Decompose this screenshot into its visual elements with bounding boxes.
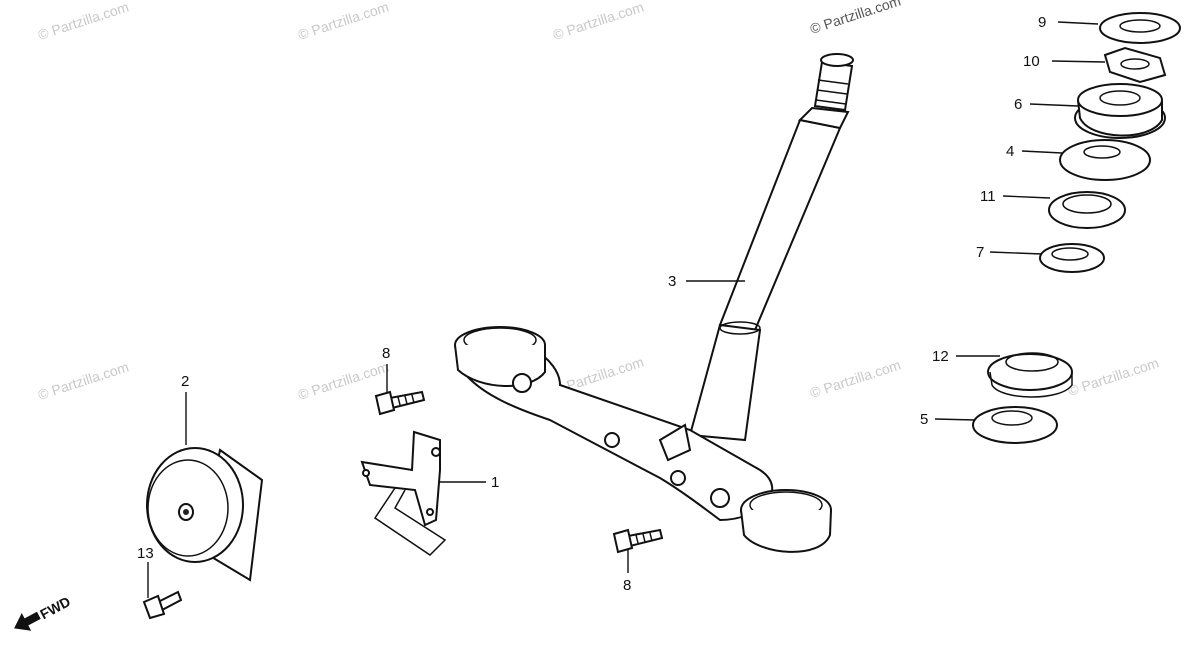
- adjust-nut-part-6: [1074, 83, 1166, 139]
- callout-7: 7: [976, 244, 984, 261]
- watermark: © Partzilla.com: [36, 0, 131, 43]
- bolt-part-13: [142, 590, 183, 620]
- bearing-race-part-4: [1059, 139, 1151, 181]
- watermark: © Partzilla.com: [36, 358, 131, 402]
- bearing-race-part-7: [1039, 243, 1105, 273]
- callout-8-lower: 8: [623, 577, 631, 594]
- steering-stem-part: [454, 53, 854, 553]
- bearing-part-12: [987, 352, 1073, 398]
- callout-2: 2: [181, 373, 189, 390]
- watermark: © Partzilla.com: [1066, 354, 1161, 398]
- callout-8-upper: 8: [382, 345, 390, 362]
- lock-plate-part-10: [1103, 46, 1167, 84]
- watermark: © Partzilla.com: [296, 0, 391, 43]
- callout-10: 10: [1023, 53, 1040, 70]
- leader-lines: [147, 21, 1106, 598]
- callout-9: 9: [1038, 14, 1046, 31]
- dust-seal-part-5: [972, 406, 1058, 444]
- horn-part: [146, 447, 264, 582]
- watermark: © Partzilla.com: [808, 356, 903, 400]
- bracket-part: [360, 430, 447, 556]
- forward-label: FWD: [37, 593, 73, 622]
- bearing-part-11: [1048, 191, 1126, 229]
- callout-4: 4: [1006, 143, 1014, 160]
- callout-5: 5: [920, 411, 928, 428]
- callout-3: 3: [668, 273, 676, 290]
- callout-13: 13: [137, 545, 154, 562]
- callout-1: 1: [491, 474, 499, 491]
- forward-arrow-icon: [14, 611, 41, 631]
- lock-washer-part-9: [1099, 12, 1181, 44]
- callout-11: 11: [980, 188, 996, 205]
- callout-6: 6: [1014, 96, 1022, 113]
- callout-12: 12: [932, 348, 949, 365]
- callout-labels: 9 10 6 4 11 7 12 5 3 1 2 8 8 13: [137, 14, 1046, 594]
- watermark: © Partzilla.com: [808, 0, 903, 37]
- bolt-part-lower: [612, 528, 664, 554]
- watermark: © Partzilla.com: [551, 0, 646, 43]
- forward-direction-indicator: FWD: [14, 593, 73, 631]
- bolt-part-upper: [374, 390, 426, 416]
